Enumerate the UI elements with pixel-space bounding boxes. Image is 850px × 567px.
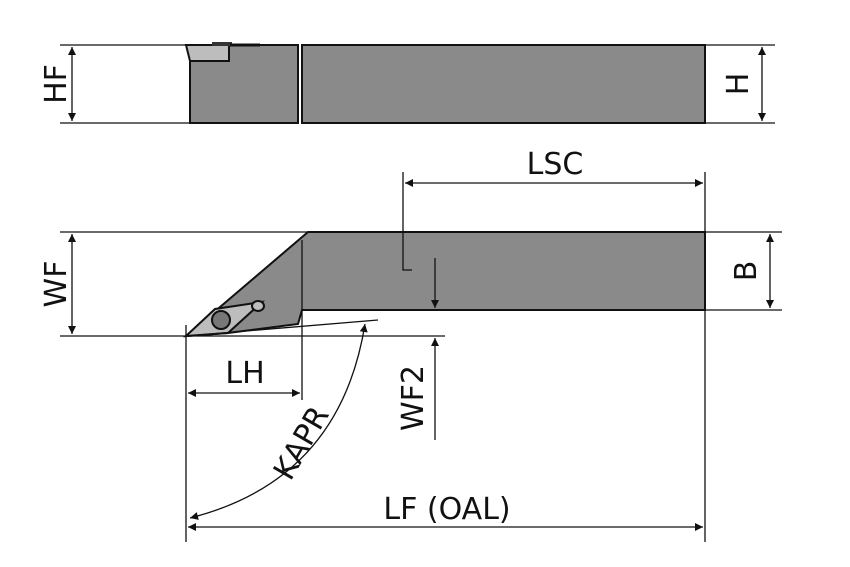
h-label: H bbox=[721, 73, 756, 96]
hf-label: HF bbox=[39, 64, 74, 104]
front-view: LSC WF B LH WF2 KAPR LF (OAL) bbox=[39, 147, 782, 542]
clamp bbox=[251, 300, 265, 312]
lf-label: LF (OAL) bbox=[383, 492, 510, 527]
wf2-label: WF2 bbox=[396, 365, 431, 431]
kapr-arc bbox=[189, 323, 368, 520]
kapr-label: KAPR bbox=[267, 400, 337, 486]
shank-top bbox=[301, 44, 706, 124]
head-top bbox=[189, 44, 299, 124]
holder-body bbox=[183, 231, 706, 338]
b-label: B bbox=[729, 261, 764, 282]
lsc-label: LSC bbox=[527, 147, 584, 182]
insert-top bbox=[184, 44, 230, 62]
top-view: HF H bbox=[39, 42, 775, 124]
lh-label: LH bbox=[225, 356, 264, 391]
wf-label: WF bbox=[39, 261, 74, 308]
screw-icon bbox=[211, 310, 231, 330]
